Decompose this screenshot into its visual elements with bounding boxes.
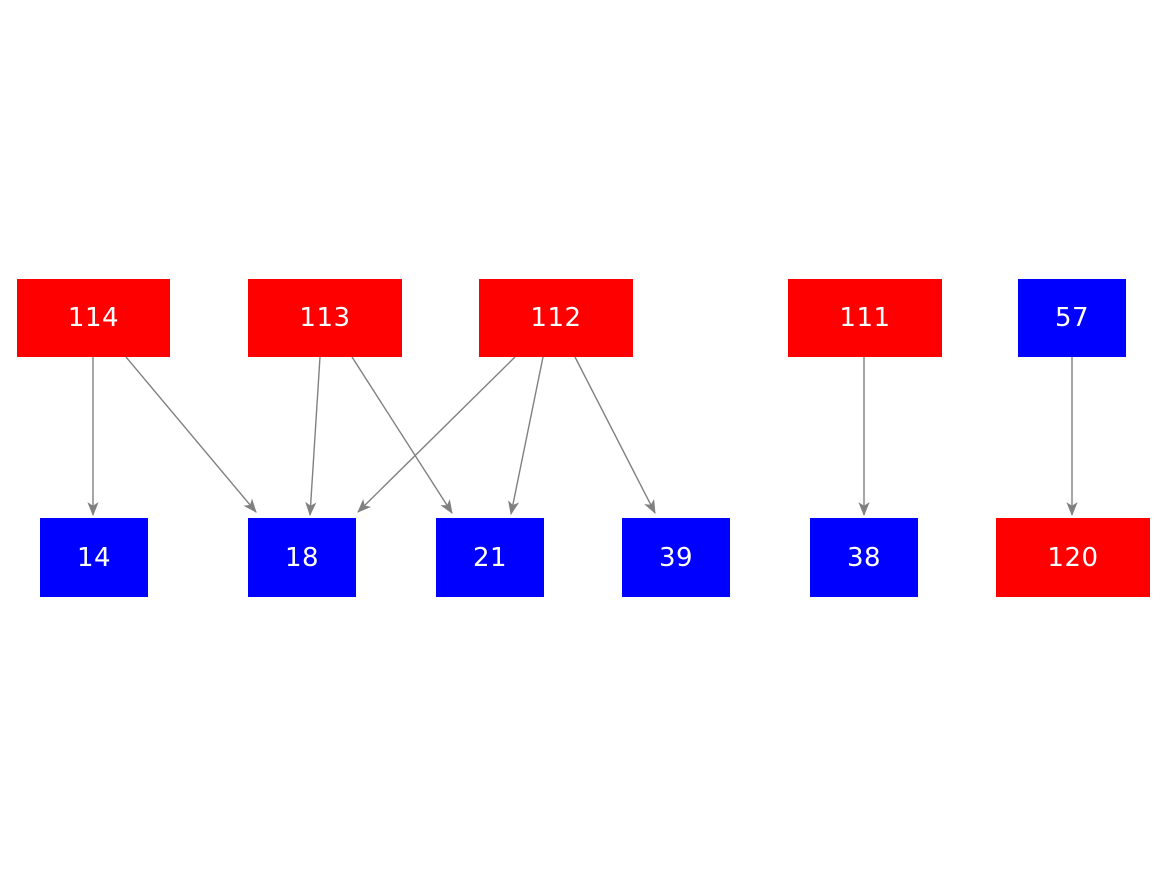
graph-node-39[interactable]: 39 — [622, 518, 730, 597]
graph-node-label: 39 — [658, 542, 694, 573]
graph-node-label: 18 — [284, 542, 320, 573]
graph-node-21[interactable]: 21 — [436, 518, 544, 597]
graph-node-label: 21 — [472, 542, 508, 573]
graph-node-38[interactable]: 38 — [810, 518, 918, 597]
graph-edge-113-to-21 — [351, 356, 453, 514]
graph-node-label: 57 — [1054, 303, 1090, 333]
graph-node-113[interactable]: 113 — [248, 279, 402, 357]
graph-edge-113-to-18 — [305, 356, 321, 517]
graph-node-112[interactable]: 112 — [479, 279, 633, 357]
graph-node-120[interactable]: 120 — [996, 518, 1150, 597]
graph-edge-112-to-39 — [574, 356, 656, 514]
graph-edge-114-to-18 — [125, 356, 257, 513]
graph-node-label: 120 — [1047, 542, 1099, 573]
graph-node-111[interactable]: 111 — [788, 279, 942, 357]
graph-node-57[interactable]: 57 — [1018, 279, 1126, 357]
graph-edge-112-to-18 — [357, 356, 516, 513]
graph-node-18[interactable]: 18 — [248, 518, 356, 597]
graph-node-14[interactable]: 14 — [40, 518, 148, 597]
graph-edge-112-to-21 — [508, 356, 544, 516]
edge-group — [87, 356, 1078, 517]
graph-node-label: 14 — [76, 542, 112, 573]
graph-node-label: 114 — [67, 303, 120, 333]
graph-node-label: 38 — [846, 542, 882, 573]
graph-node-label: 111 — [839, 303, 891, 333]
graph-node-label: 112 — [530, 303, 582, 333]
graph-node-label: 113 — [299, 303, 351, 333]
graph-node-114[interactable]: 114 — [17, 279, 170, 357]
